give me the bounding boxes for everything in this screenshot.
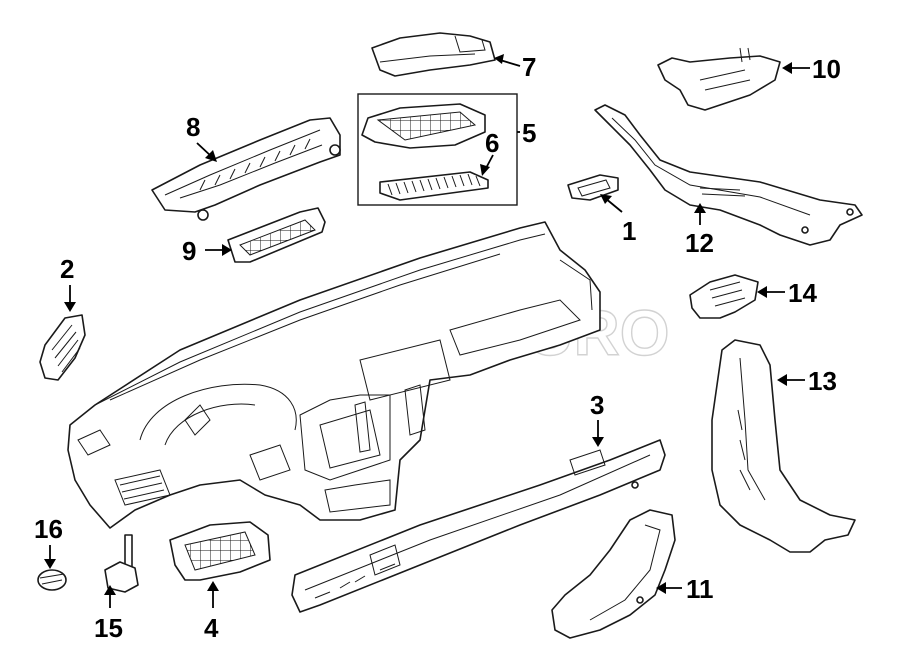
part-6-cabin-filter	[379, 171, 489, 201]
part-11-lower-duct	[551, 509, 676, 639]
part-9-vent-grille	[227, 207, 326, 263]
callout-16: 16	[34, 514, 63, 544]
callout-9: 9	[182, 236, 196, 266]
callout-5: 5	[522, 118, 536, 148]
part-7-cover	[371, 32, 496, 77]
callout-12: 12	[685, 228, 714, 258]
part-3-lower-vent-strip	[291, 439, 666, 613]
part-5-filter-housing	[361, 103, 486, 149]
part-8-defroster-vent	[151, 117, 341, 221]
part-14-clip	[689, 274, 759, 319]
callout-labels: 1 2 3 4 5 6 7 8 9 10 11 12 13 14 15 16	[34, 52, 841, 643]
leader-lines	[44, 54, 810, 608]
dashboard-panel	[67, 221, 601, 529]
part-10-upper-duct	[657, 47, 781, 111]
callout-8: 8	[186, 112, 200, 142]
part-16-knob	[37, 569, 67, 591]
callout-4: 4	[204, 613, 219, 643]
part-5-6-group-box	[357, 93, 518, 206]
callout-6: 6	[485, 128, 499, 158]
part-12-duct	[594, 104, 863, 246]
callout-13: 13	[808, 366, 837, 396]
callout-11: 11	[686, 574, 714, 604]
part-2-side-vent	[39, 314, 86, 381]
part-15-sensor	[104, 534, 139, 593]
callout-2: 2	[60, 254, 74, 284]
callout-10: 10	[812, 54, 841, 84]
callout-7: 7	[522, 52, 536, 82]
part-13-vertical-duct	[711, 339, 856, 553]
part-4-lower-vent	[169, 521, 271, 581]
callout-1: 1	[622, 216, 636, 246]
callout-14: 14	[788, 278, 817, 308]
callout-15: 15	[94, 613, 123, 643]
callout-3: 3	[590, 390, 604, 420]
part-1-vent-bezel	[567, 174, 619, 201]
